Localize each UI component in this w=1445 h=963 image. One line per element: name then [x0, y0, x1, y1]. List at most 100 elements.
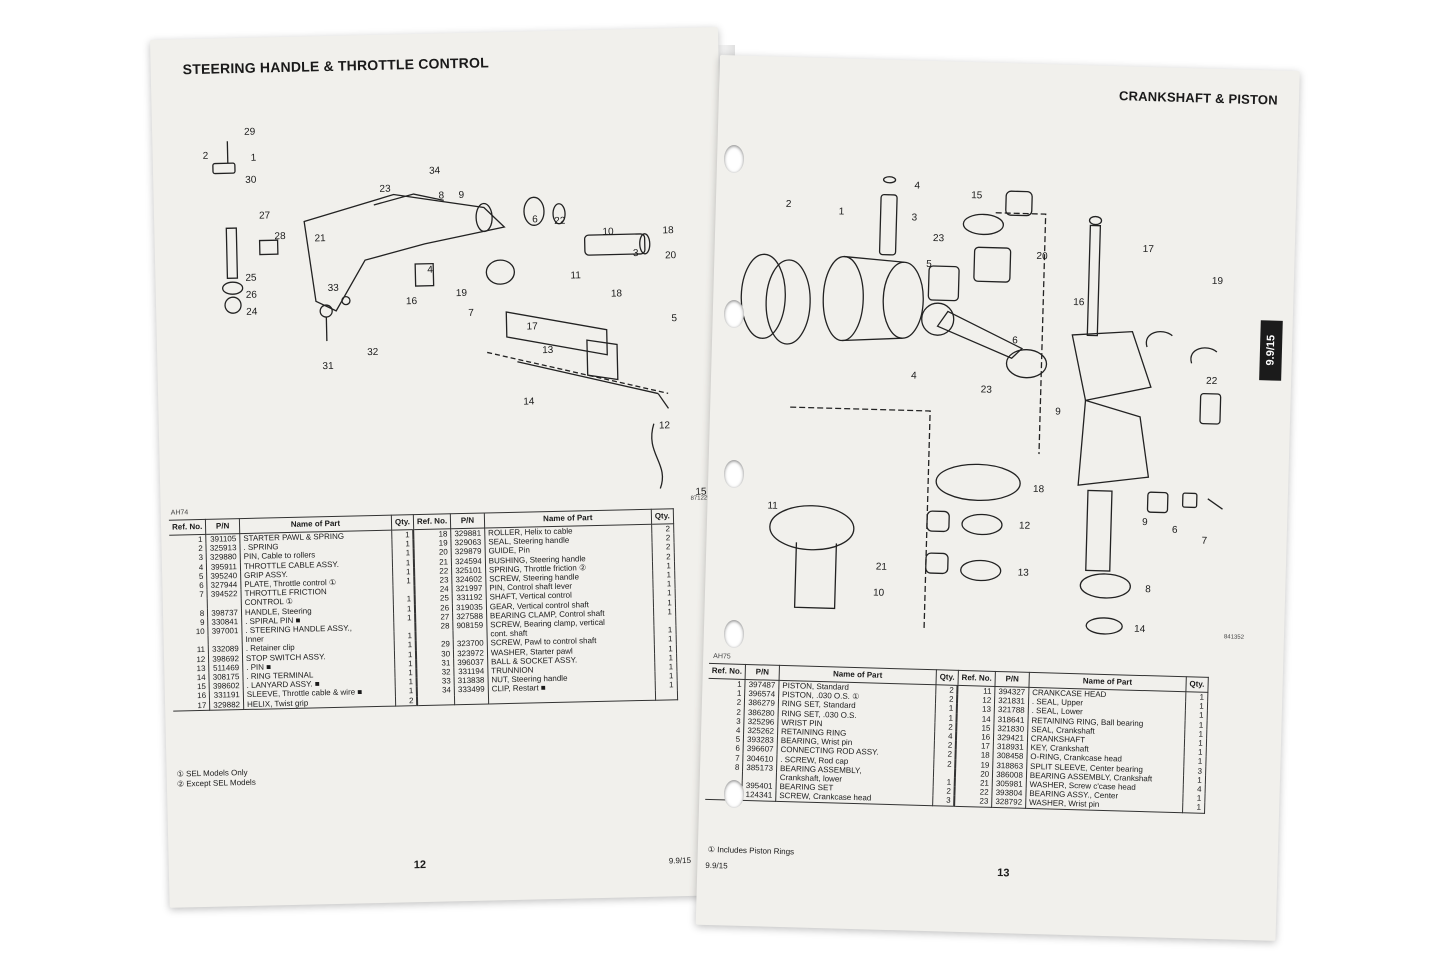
callout-1: 1: [839, 206, 845, 217]
cell-qty: 1: [394, 668, 417, 678]
cell-pn: 331192: [452, 592, 487, 603]
cell-qty: 1: [394, 640, 417, 651]
col-qty-2: Qty.: [1185, 676, 1209, 693]
cell-qty: 1: [393, 594, 416, 605]
col-ref-no: Ref. No.: [168, 519, 206, 536]
cell-qty: 1: [1182, 802, 1205, 813]
callout-22: 22: [1206, 376, 1218, 387]
callout-18-upper: 18: [662, 225, 674, 236]
cell-qty: 2: [651, 542, 675, 553]
page-title: STEERING HANDLE & THROTTLE CONTROL: [182, 54, 490, 78]
cell-qty: 1: [655, 680, 678, 691]
callout-18: 18: [611, 288, 623, 299]
callout-21: 21: [876, 562, 888, 573]
cell-pn: 332089: [208, 644, 243, 655]
callout-12: 12: [659, 420, 671, 431]
callout-23: 23: [933, 233, 945, 244]
callout-4-lower: 4: [911, 370, 917, 381]
callout-16: 16: [1073, 297, 1085, 308]
cell-pn: 395911: [206, 561, 241, 572]
footnotes: ① Includes Piston Rings: [708, 845, 795, 857]
cell-qty: 2: [651, 523, 674, 534]
footnotes: ① SEL Models Only ② Except SEL Models: [177, 768, 256, 790]
cell-qty: 1: [653, 607, 676, 617]
callout-12: 12: [1019, 521, 1031, 532]
cell-qty: 1: [394, 677, 418, 688]
cell-ref: 25: [415, 593, 453, 604]
cell-qty: [653, 616, 676, 626]
cell-qty: 1: [394, 649, 417, 660]
callout-13: 13: [1017, 568, 1029, 579]
parts-table: Ref. No. P/N Name of Part Qty. Ref. No. …: [705, 663, 1209, 814]
left-page: STEERING HANDLE & THROTTLE CONTROL: [150, 27, 738, 908]
cell-qty: 1: [1185, 691, 1208, 703]
cell-ref: 28: [415, 621, 454, 632]
cell-qty: 1: [393, 612, 416, 623]
cell-ref: 16: [172, 691, 210, 702]
col-pn: P/N: [205, 518, 240, 535]
callout-32: 32: [367, 347, 379, 358]
callout-17: 17: [1143, 244, 1155, 255]
callout-17: 17: [526, 321, 538, 332]
binder-hole: [724, 780, 744, 808]
callout-3: 3: [633, 248, 639, 259]
callout-30: 30: [245, 175, 257, 186]
callout-23: 23: [379, 184, 391, 195]
cell-qty: 2: [651, 533, 674, 544]
col-qty-2: Qty.: [651, 508, 674, 525]
callout-14: 14: [523, 396, 535, 407]
cell-ref: 23: [954, 796, 993, 808]
cell-pn: 397001: [208, 626, 242, 637]
col-pn: P/N: [745, 664, 780, 681]
callout-7: 7: [468, 308, 474, 319]
cell-pn: 331191: [209, 690, 244, 701]
cell-pn: 328792: [991, 797, 1026, 808]
callout-11: 11: [570, 270, 581, 281]
cell-qty: 1: [391, 539, 415, 550]
callout-31: 31: [322, 361, 334, 372]
cell-qty: [392, 585, 416, 596]
col-qty: Qty.: [391, 514, 414, 531]
callout-33: 33: [328, 283, 340, 294]
cell-ref: 29: [416, 639, 454, 650]
cell-qty: 1: [392, 557, 415, 568]
binder-hole: [724, 620, 744, 648]
cell-qty: 1: [395, 686, 418, 697]
cell-pn: 396607: [743, 744, 778, 755]
cell-pn: 329882: [209, 699, 244, 711]
cell-qty: 1: [392, 576, 415, 586]
callout-10: 10: [873, 587, 885, 598]
callout-19: 19: [456, 288, 468, 299]
cell-pn: 329880: [206, 552, 241, 563]
callout-20: 20: [1036, 251, 1048, 262]
cell-qty: 1: [394, 658, 417, 669]
steering-handle-diagram-svg: 2 29 1 30 27 28 25 26 24 21 33 32 31 16 …: [203, 127, 708, 498]
binder-hole: [724, 300, 744, 328]
callout-19: 19: [1212, 276, 1224, 287]
callout-9: 9: [1055, 406, 1061, 417]
cell-qty: 1: [652, 579, 675, 590]
cell-ref: 3: [169, 553, 207, 564]
callout-8: 8: [1145, 584, 1151, 595]
crankshaft-exploded-diagram: 4 3 2 1 23 5 15 20 6 4 23 9 17 16 19 22 …: [724, 146, 1257, 650]
cell-qty: 2: [652, 551, 675, 562]
cell-qty: 1: [654, 653, 677, 663]
callout-18: 18: [1033, 484, 1045, 495]
callout-9-lower: 9: [1142, 517, 1148, 528]
cell-qty: 2: [935, 684, 958, 696]
footnote-1: ① Includes Piston Rings: [707, 844, 795, 857]
col-qty: Qty.: [935, 669, 959, 686]
col-ref-no-2: Ref. No.: [957, 670, 996, 687]
col-pn-2: P/N: [450, 513, 485, 529]
callout-34: 34: [429, 165, 441, 176]
col-ref-no-2: Ref. No.: [413, 513, 451, 530]
right-page: CRANKSHAFT & PISTON 9.9/15: [695, 55, 1300, 941]
callout-13: 13: [542, 345, 554, 356]
page-number: 13: [997, 867, 1010, 880]
binder-holes: [724, 0, 748, 963]
cell-pn: 394522: [207, 589, 242, 600]
callout-9: 9: [458, 190, 464, 201]
cell-qty: 1: [392, 548, 415, 559]
cell-qty: 1: [652, 588, 676, 599]
